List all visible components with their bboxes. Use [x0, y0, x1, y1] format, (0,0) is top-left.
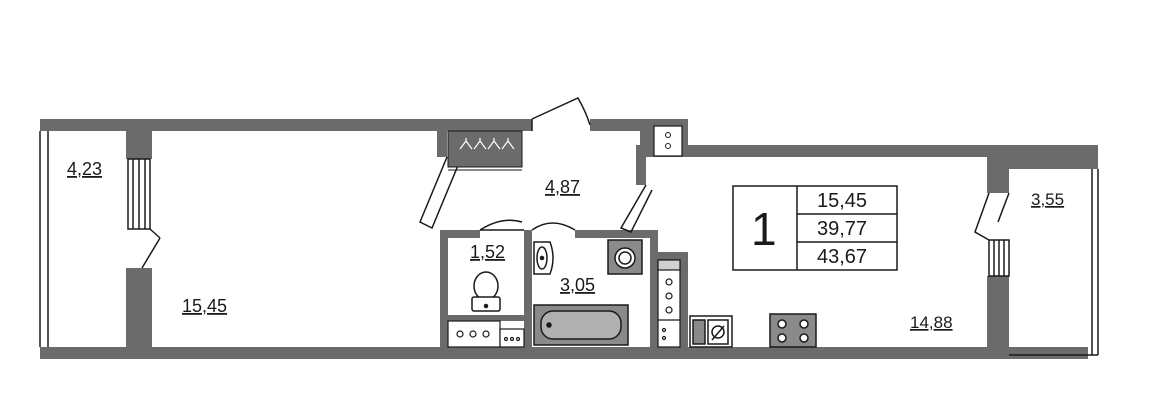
wall-niche-right — [680, 252, 688, 348]
washing-machine-icon — [607, 239, 643, 275]
wall-wc-top — [440, 230, 480, 238]
wall-hall-right-lower — [636, 145, 646, 185]
sink-icon — [533, 241, 554, 275]
wall-wc-bottom-band — [440, 315, 532, 321]
wall-balcony-top — [1008, 145, 1098, 169]
wall-kitchen-right-upper — [987, 157, 1009, 193]
hallway-edges — [419, 156, 653, 233]
wall-hall-stub — [437, 119, 447, 157]
legend-rooms-count: 1 — [751, 203, 777, 255]
room-area-toilet: 1,52 — [470, 242, 505, 262]
room-area-hallway: 4,87 — [545, 177, 580, 197]
wall-bath-right — [650, 230, 658, 348]
wall-bath-top — [575, 230, 657, 238]
wall-wc-left — [440, 230, 448, 348]
wall-niche-top — [650, 252, 686, 260]
wall-box — [653, 125, 683, 157]
legend-total-area: 39,77 — [817, 218, 867, 240]
wall-top-mid — [590, 119, 640, 131]
wall-living-left-upper — [126, 131, 152, 159]
legend-living-area: 15,45 — [817, 190, 867, 212]
room-area-balcony-left: 4,23 — [67, 159, 102, 179]
wall-living-left-lower — [126, 268, 152, 348]
wall-top-right — [640, 145, 1098, 157]
kitchen-sink-icon — [689, 315, 733, 348]
wc-bottom-fixture — [447, 320, 525, 348]
room-area-bathroom: 3,05 — [560, 275, 595, 295]
wardrobe-icon — [447, 130, 523, 168]
walls — [40, 119, 1098, 359]
balcony-right — [1009, 169, 1099, 356]
room-area-kitchen: 14,88 — [910, 313, 953, 332]
toilet-icon — [471, 271, 501, 312]
entrance-door — [531, 97, 591, 131]
wardrobe — [447, 130, 523, 171]
balcony-left — [39, 131, 161, 347]
room-area-balcony-right: 3,55 — [1031, 190, 1064, 209]
balcony-right-door — [974, 192, 1010, 277]
stove-icon — [769, 313, 817, 348]
room-area-living: 15,45 — [182, 296, 227, 316]
wall-kitchen-right-lower — [987, 276, 1009, 348]
legend-total-with-balcony: 43,67 — [817, 246, 867, 268]
riser-niche — [657, 259, 681, 348]
wall-bottom — [40, 347, 1088, 359]
wall-top-left — [40, 119, 532, 131]
area-legend: 1 15,45 39,77 43,67 — [732, 185, 898, 271]
bathtub-icon — [533, 304, 629, 346]
wall-wc-divider — [524, 230, 532, 348]
